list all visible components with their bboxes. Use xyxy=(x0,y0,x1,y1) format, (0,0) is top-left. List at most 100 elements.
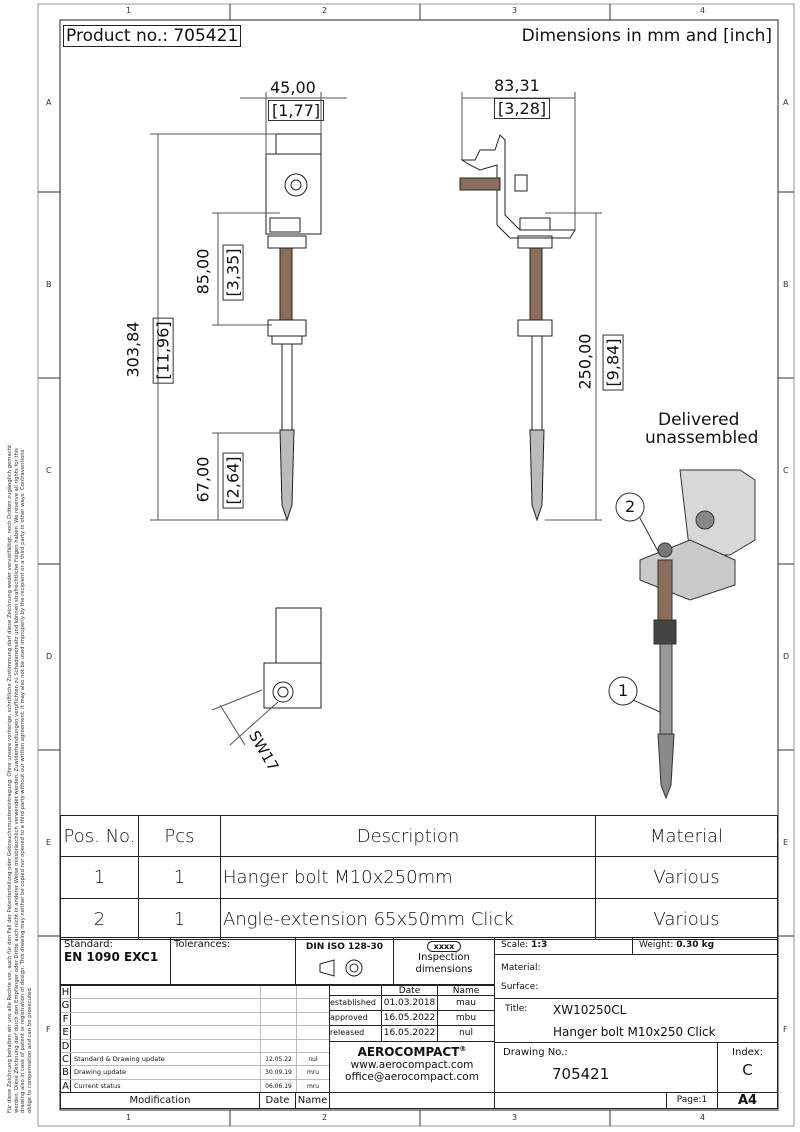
dim-width-side-in: [3,28] xyxy=(494,98,551,119)
paper-format: A4 xyxy=(717,1092,778,1109)
scale-cell: Scale: 1:3 xyxy=(494,937,633,955)
modification-header: Modification xyxy=(60,1092,260,1109)
revision-rev: D xyxy=(61,1039,71,1052)
name-header: Name xyxy=(452,986,480,996)
index-cell: Index: C xyxy=(717,1042,778,1093)
standard-cell: Standard: EN 1090 EXC1 xyxy=(60,937,171,985)
weight-label: Weight: xyxy=(639,940,674,950)
revision-date: 12.05.22 xyxy=(261,1052,297,1066)
drawing-no-value: 705421 xyxy=(552,1065,610,1083)
row-label: F xyxy=(46,1025,51,1034)
dim-thread-upper: 85,00 xyxy=(193,248,213,295)
revision-text xyxy=(71,999,261,1012)
col-pcs: Pcs xyxy=(138,815,221,857)
weight-value: 0.30 kg xyxy=(676,940,715,950)
dim-thread-lower: 67,00 xyxy=(193,456,213,503)
din-label: DIN ISO 128-30 xyxy=(305,942,384,952)
index-value: C xyxy=(742,1061,753,1079)
row-label: D xyxy=(783,652,790,661)
index-label: Index: xyxy=(732,1047,763,1058)
approval-date: 01.03.2018 xyxy=(382,996,438,1010)
approval-date: 16.05.2022 xyxy=(382,1011,438,1025)
title-cell: Title: XW10250CL Hanger bolt M10x250 Cli… xyxy=(494,998,778,1043)
scale-label: Scale: xyxy=(501,940,529,950)
title-label: Title: xyxy=(505,1004,528,1014)
cell: 1 xyxy=(138,856,221,899)
scale-value: 1:3 xyxy=(531,940,548,950)
col-label: 1 xyxy=(126,6,132,15)
row-label: C xyxy=(783,466,789,475)
revision-row: G xyxy=(61,999,329,1013)
side-view xyxy=(459,92,602,522)
revision-name xyxy=(297,1040,329,1052)
col-label: 3 xyxy=(512,6,518,15)
revision-rev: B xyxy=(61,1066,71,1079)
dim-width-front: 45,00 xyxy=(270,78,316,97)
col-label: 1 xyxy=(126,1113,132,1122)
approval-name: nul xyxy=(459,1028,473,1038)
row-label: D xyxy=(46,652,53,661)
col-description: Description xyxy=(220,815,596,857)
col-label: 4 xyxy=(700,6,706,15)
revision-row: E xyxy=(61,1026,329,1040)
revision-rev: F xyxy=(61,1012,71,1026)
col-label: 3 xyxy=(512,1113,518,1122)
company-website[interactable]: www.aerocompact.com xyxy=(350,1059,474,1071)
col-label: 2 xyxy=(322,6,328,15)
cell: Hanger bolt M10x250mm xyxy=(220,856,596,899)
revision-name xyxy=(297,1026,329,1038)
inspection-cell: xxxx Inspection dimensions xyxy=(393,937,495,985)
revision-name: mru xyxy=(306,1069,320,1077)
product-number: Product no.: 705421 xyxy=(63,25,242,47)
front-view xyxy=(150,92,347,522)
inspection-label: Inspection dimensions xyxy=(415,952,473,975)
weight-cell: Weight: 0.30 kg xyxy=(632,937,778,955)
dim-width-front-in: [1,77] xyxy=(268,100,325,121)
revision-rev: G xyxy=(61,999,71,1012)
row-label: A xyxy=(783,98,789,107)
balloon-1: 1 xyxy=(618,681,629,700)
approval-date: 16.05.2022 xyxy=(382,1026,438,1041)
approval-name: mau xyxy=(456,998,476,1008)
rev-name-header: Name xyxy=(295,1092,330,1109)
row-label: E xyxy=(783,838,789,847)
revision-text xyxy=(71,986,261,999)
approval-label: released xyxy=(330,1026,382,1041)
revision-name xyxy=(297,1013,329,1025)
isometric-view xyxy=(608,469,756,800)
dim-bolt-length: 250,00 xyxy=(575,333,595,390)
revision-date: 30.09.19 xyxy=(261,1066,297,1079)
dim-total-length-in: [11,96] xyxy=(152,317,174,384)
revision-rev: H xyxy=(61,986,71,999)
dim-width-side: 83,31 xyxy=(494,76,540,95)
revision-text xyxy=(71,1012,261,1026)
revision-text xyxy=(71,1039,261,1052)
cell: Various xyxy=(595,856,778,899)
page-number: Page:1 xyxy=(666,1092,718,1109)
revision-date xyxy=(261,1039,297,1052)
revision-text xyxy=(71,1026,261,1039)
projection-cell: DIN ISO 128-30 xyxy=(295,937,394,985)
revision-date: 06.06.19 xyxy=(261,1079,297,1094)
approval-label: established xyxy=(330,996,382,1010)
col-material: Material xyxy=(595,815,778,857)
delivery-note-1: Delivered xyxy=(658,410,740,430)
tolerances-label: Tolerances: xyxy=(170,937,296,985)
cell: Various xyxy=(595,898,778,940)
rev-date-header: Date xyxy=(259,1092,296,1109)
col-label: 2 xyxy=(322,1113,328,1122)
inspection-tag: xxxx xyxy=(426,941,462,952)
dim-total-length: 303,84 xyxy=(123,321,143,378)
material-cell: Material:Surface: xyxy=(494,954,778,999)
company-email[interactable]: office@aerocompact.com xyxy=(345,1071,479,1083)
drawing-no-label: Drawing No.: xyxy=(503,1047,568,1058)
cell: 1 xyxy=(60,856,139,899)
